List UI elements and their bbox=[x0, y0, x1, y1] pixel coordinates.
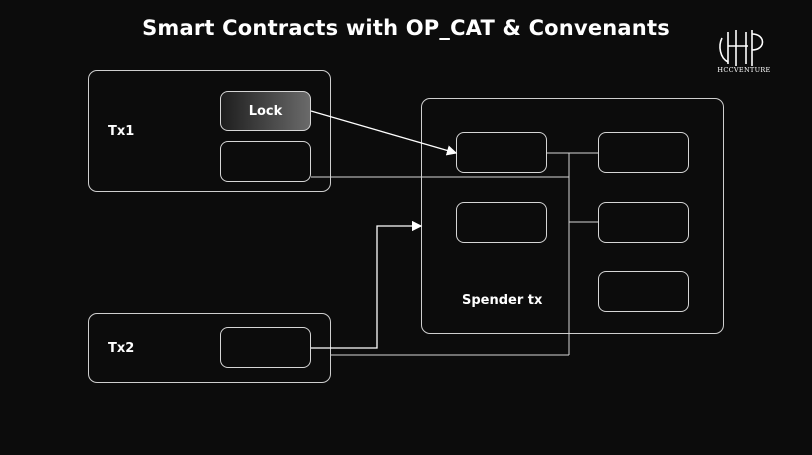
lock-label: Lock bbox=[248, 103, 283, 119]
spender-output-2 bbox=[598, 202, 689, 243]
spender-tx-label: Spender tx bbox=[462, 293, 543, 308]
spender-tx-box bbox=[421, 98, 724, 334]
lock-to-input-arrow bbox=[310, 110, 458, 156]
lock-output: Lock bbox=[220, 91, 311, 131]
tx2-label: Tx2 bbox=[108, 341, 135, 356]
tx1-output-2 bbox=[220, 141, 311, 182]
spender-input-2 bbox=[456, 202, 547, 243]
spender-output-1 bbox=[598, 132, 689, 173]
tx1-box bbox=[88, 70, 331, 192]
tx1-label: Tx1 bbox=[108, 124, 135, 139]
diagram-title: Smart Contracts with OP_CAT & Convenants bbox=[142, 16, 670, 40]
tx2-to-spender-arrow bbox=[311, 220, 423, 349]
tx2-output bbox=[220, 327, 311, 368]
hccventure-logo bbox=[719, 30, 764, 66]
logo-wordmark: HCCVENTURE bbox=[717, 66, 771, 74]
spender-output-3 bbox=[598, 271, 689, 312]
